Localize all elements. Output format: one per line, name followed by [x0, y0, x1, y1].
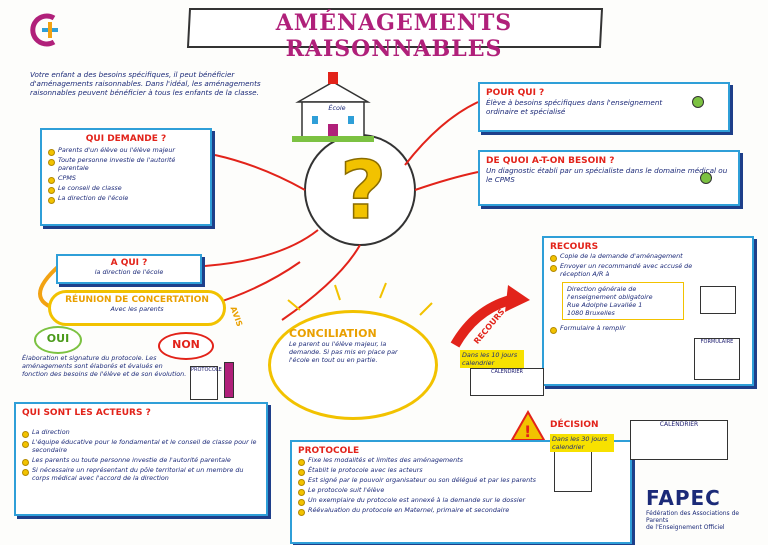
list-item: Si nécessaire un représentant du pôle te…: [22, 466, 260, 482]
protocole-box: PROTOCOLE Fixe les modalités et limites …: [290, 440, 632, 544]
conciliation-label: CONCILIATION: [289, 327, 377, 340]
reunion-bubble: RÉUNION DE CONCERTATION Avec les parents: [48, 290, 226, 326]
pour-qui-text: Élève à besoins spécifiques dans l'ensei…: [486, 98, 663, 116]
reunion-label: RÉUNION DE CONCERTATION: [65, 295, 209, 305]
calendar-large-icon: CALENDRIER: [630, 420, 728, 460]
arrow-recours: [450, 295, 512, 348]
fapec-logo: FAPEC Fédération des Associations de Par…: [646, 486, 758, 531]
list-item: Parents d'un élève ou l'élève majeur: [48, 146, 204, 156]
recours-label: RECOURS: [550, 242, 599, 252]
recours-list: Copie de la demande d'aménagement Envoye…: [550, 252, 700, 278]
line-a-qui: [204, 229, 319, 267]
recours-address: Direction générale de l'enseignement obl…: [562, 282, 684, 320]
letter-icon: [700, 286, 736, 314]
besoin-box: DE QUOI A-T-ON BESOIN ? Un diagnostic ét…: [478, 150, 740, 206]
school-label: École: [328, 104, 346, 112]
recours-box: RECOURS Copie de la demande d'aménagemen…: [542, 236, 754, 386]
reunion-sub: Avec les parents: [110, 305, 164, 313]
qui-demande-label: QUI DEMANDE ?: [85, 134, 167, 144]
conciliation-text: Le parent ou l'élève majeur, la demande.…: [289, 340, 398, 364]
protocole-label: PROTOCOLE: [298, 446, 360, 456]
list-item: Copie de la demande d'aménagement: [550, 252, 700, 262]
person-icon: [692, 96, 704, 108]
list-item: La direction de l'école: [48, 194, 204, 204]
decision-text: Dans les 30 jours calendrier: [550, 434, 614, 452]
list-item: Le conseil de classe: [48, 184, 204, 194]
line-besoin: [414, 171, 479, 191]
protocole-list: Fixe les modalités et limites des aménag…: [298, 456, 548, 516]
fapec-sub2: de l'Enseignement Officiel: [646, 524, 725, 531]
qui-demande-list: Parents d'un élève ou l'élève majeur Tou…: [48, 146, 204, 204]
qui-demande-box: QUI DEMANDE ? Parents d'un élève ou l'él…: [40, 128, 212, 226]
decision-label: DÉCISION: [550, 420, 599, 430]
list-item: Envoyer un recommandé avec accusé de réc…: [550, 262, 700, 278]
list-item: Réévaluation du protocole en Maternel, p…: [298, 506, 548, 516]
list-item: CPMS: [48, 174, 204, 184]
besoin-text: Un diagnostic établi par un spécialiste …: [486, 166, 728, 184]
school-icon: [292, 72, 374, 144]
besoin-label: DE QUOI A-T-ON BESOIN ?: [486, 156, 615, 166]
logo-top-left: [24, 12, 60, 48]
pour-qui-box: POUR QUI ? Élève à besoins spécifiques d…: [478, 82, 730, 132]
a-qui-label: A QUI ?: [110, 258, 148, 268]
conciliation-bubble: CONCILIATION Le parent ou l'élève majeur…: [268, 310, 438, 420]
pencil-icon: [224, 362, 234, 398]
oui-text: Élaboration et signature du protocole. L…: [22, 354, 187, 378]
question-mark-icon: ?: [340, 144, 386, 237]
oui-bubble: OUI: [34, 326, 82, 354]
list-item: Les parents ou toute personne investie d…: [22, 456, 260, 466]
list-item: La direction: [22, 428, 260, 438]
fapec-sub1: Fédération des Associations de Parents: [646, 510, 740, 524]
person-icon: [700, 172, 712, 184]
list-item: Formulaire à remplir: [550, 324, 746, 334]
list-item: L'équipe éducative pour le fondamental e…: [22, 438, 260, 454]
protocole-doc-icon: PROTOCOLE: [190, 366, 222, 400]
list-item: Établit le protocole avec les acteurs: [298, 466, 548, 476]
acteurs-list: La direction L'équipe éducative pour le …: [22, 428, 260, 482]
intro-text: Votre enfant a des besoins spécifiques, …: [30, 70, 261, 97]
line-pour-qui: [404, 101, 479, 166]
list-item: Le protocole suit l'élève: [298, 486, 548, 496]
list-item: Toute personne investie de l'autorité pa…: [48, 156, 204, 172]
protocole-doc2-icon: PROTOCOLE: [554, 446, 592, 492]
dans-10-label: Dans les 10 jours calendrier: [460, 350, 524, 368]
acteurs-label: QUI SONT LES ACTEURS ?: [22, 408, 151, 418]
acteurs-box: QUI SONT LES ACTEURS ? La direction L'éq…: [14, 402, 268, 516]
formulaire-doc-icon: FORMULAIRE: [694, 338, 740, 380]
pour-qui-label: POUR QUI ?: [486, 88, 545, 98]
fapec-name: FAPEC: [646, 486, 721, 510]
list-item: Est signé par le pouvoir organisateur ou…: [298, 476, 548, 486]
calendar-small-icon: CALENDRIER: [470, 368, 544, 396]
a-qui-box: A QUI ? la direction de l'école: [56, 254, 202, 284]
list-item: Un exemplaire du protocole est annexé à …: [298, 496, 548, 506]
line-conciliation-1: [281, 244, 361, 321]
non-bubble: NON: [158, 332, 214, 360]
list-item: Fixe les modalités et limites des aménag…: [298, 456, 548, 466]
a-qui-text: la direction de l'école: [94, 268, 164, 276]
page-title: AMÉNAGEMENTS RAISONNABLES: [275, 10, 513, 62]
svg-text:!: !: [524, 422, 531, 441]
line-qui-demande: [214, 154, 306, 191]
